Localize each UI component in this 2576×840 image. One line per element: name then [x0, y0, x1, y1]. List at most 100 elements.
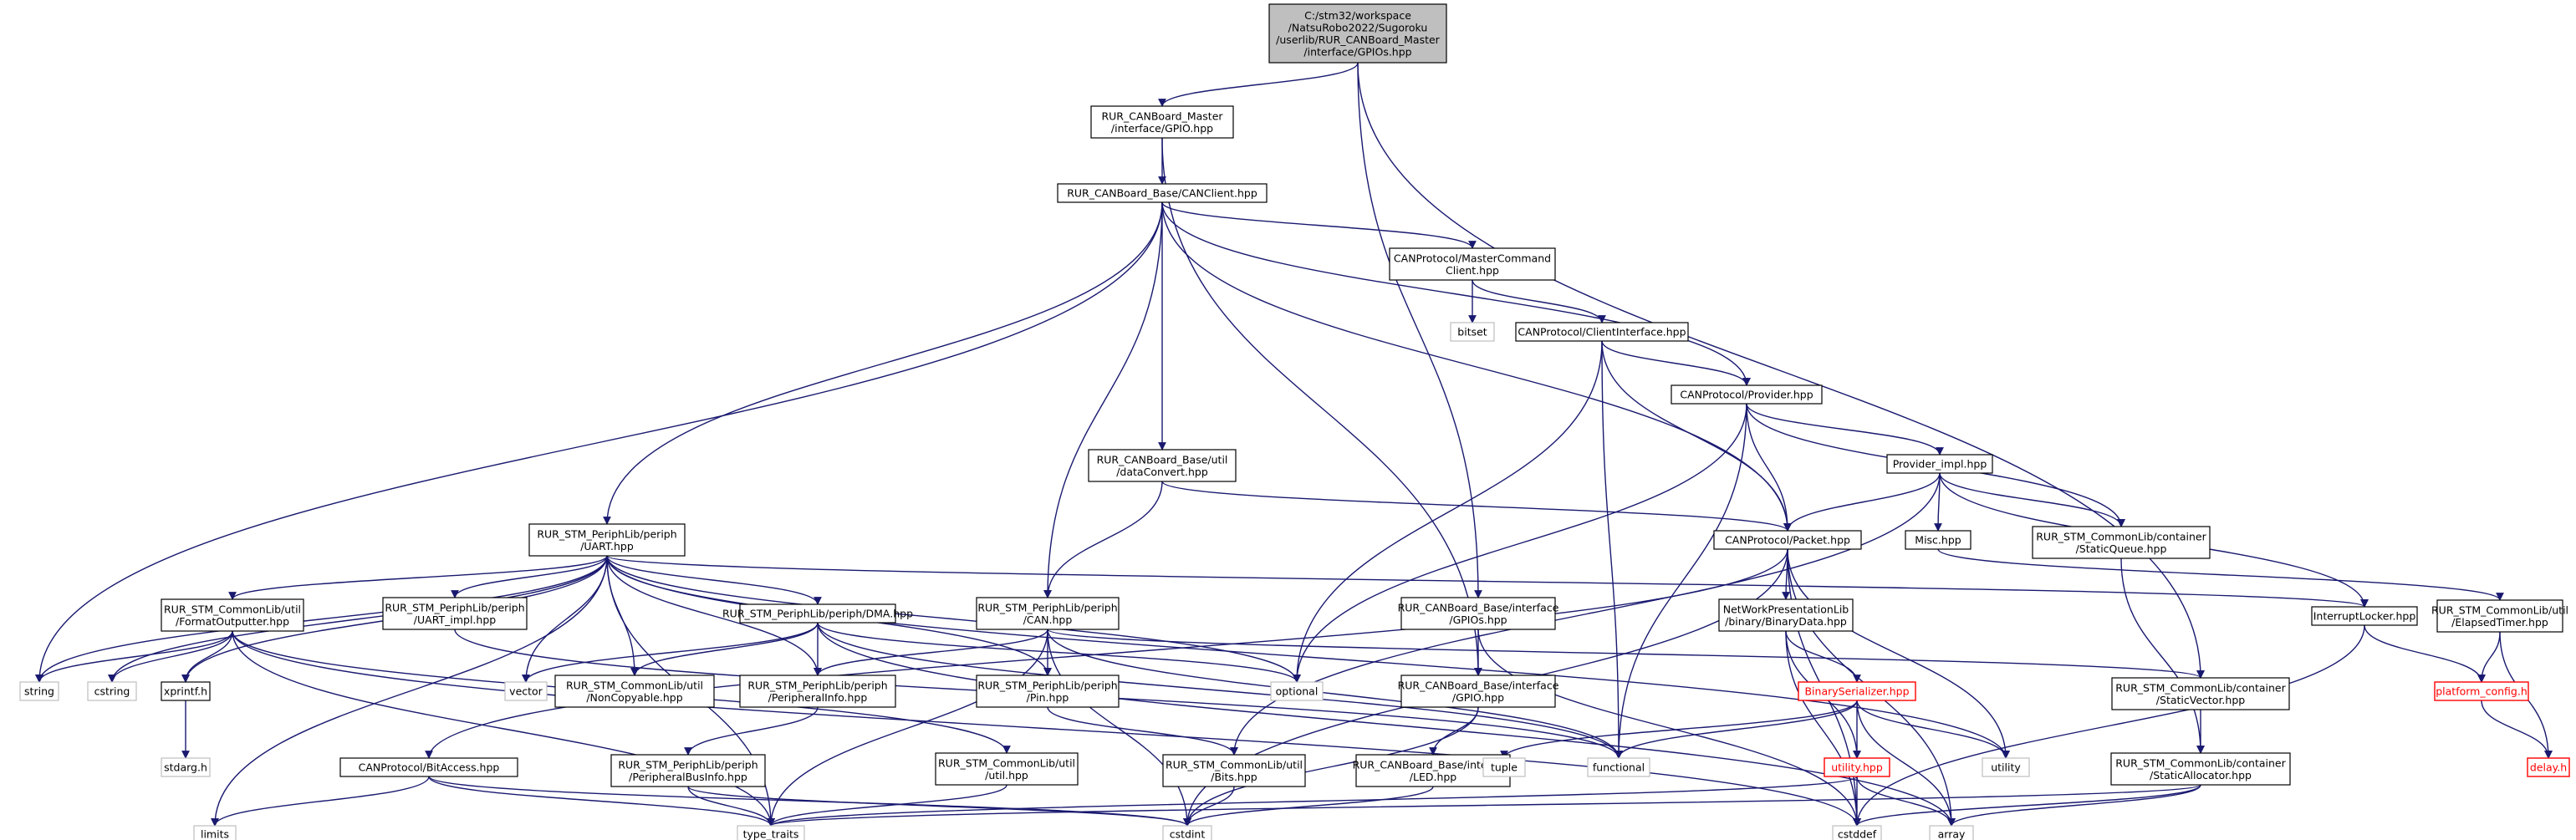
node-stdarg[interactable]: stdarg.h — [161, 757, 211, 777]
node-elapsedtimer[interactable]: RUR_STM_CommonLib/util/ElapsedTimer.hpp — [2431, 599, 2568, 633]
node-label-line: /interface/GPIO.hpp — [1111, 122, 1213, 135]
node-box — [1798, 681, 1916, 701]
node-label-line: RUR_CANBoard_Master — [1101, 109, 1223, 122]
node-noncopyable[interactable]: RUR_STM_CommonLib/util/NonCopyable.hpp — [554, 675, 715, 708]
node-label-line: RUR_STM_CommonLib/util — [938, 756, 1075, 769]
edge-formatout-to-cstring — [108, 630, 233, 683]
edge-dataconvert-to-packet — [1161, 481, 1792, 532]
node-platformconfig[interactable]: platform_config.h — [2434, 681, 2529, 701]
node-label-line: /StaticAllocator.hpp — [2150, 769, 2252, 781]
node-staticalloc[interactable]: RUR_STM_CommonLib/container/StaticAlloca… — [2110, 752, 2291, 786]
node-periphbusinfo[interactable]: RUR_STM_PeriphLib/periph/PeripheralBusIn… — [610, 754, 766, 787]
node-misc[interactable]: Misc.hpp — [1905, 530, 1972, 550]
edge-staticalloc-to-cstddef — [1853, 784, 2201, 827]
node-label-line: Client.hpp — [1446, 264, 1499, 277]
edge-packet-to-bitaccess — [425, 548, 1788, 759]
node-bitaccess[interactable]: CANProtocol/BitAccess.hpp — [339, 757, 518, 777]
node-box — [528, 523, 686, 557]
node-provider[interactable]: CANProtocol/Provider.hpp — [1671, 384, 1823, 405]
edge-staticalloc-to-type_traits — [767, 784, 2201, 827]
node-cstring[interactable]: cstring — [87, 681, 137, 701]
node-label-line: /StaticVector.hpp — [2156, 694, 2245, 706]
node-box — [2032, 526, 2211, 559]
node-base_gpio[interactable]: RUR_CANBoard_Base/interface/GPIO.hpp — [1398, 675, 1559, 708]
node-binarydata[interactable]: NetWorkPresentationLib/binary/BinaryData… — [1718, 598, 1854, 632]
node-limits[interactable]: limits — [193, 825, 237, 840]
node-utility[interactable]: utility — [1982, 757, 2030, 777]
edge-formatout-to-xprintf — [181, 630, 233, 683]
node-box — [193, 825, 237, 840]
node-label-line: RUR_STM_PeriphLib/periph — [385, 601, 524, 613]
node-binaryser[interactable]: BinarySerializer.hpp — [1798, 681, 1916, 701]
node-label-line: RUR_STM_PeriphLib/periph — [747, 679, 887, 691]
node-xprintf[interactable]: xprintf.h — [161, 681, 211, 701]
node-label-line: CANProtocol/BitAccess.hpp — [359, 761, 500, 774]
edges-layer — [35, 62, 2553, 827]
node-label-line: limits — [201, 828, 229, 840]
node-cstddef[interactable]: cstddef — [1832, 825, 1882, 840]
node-can[interactable]: RUR_STM_PeriphLib/periph/CAN.hpp — [976, 597, 1120, 630]
node-label-line: /StaticQueue.hpp — [2076, 542, 2167, 555]
node-box — [1832, 825, 1882, 840]
edge-provider_impl-to-staticqueue — [1939, 472, 2125, 527]
node-box — [737, 825, 805, 840]
node-label-line: C:/stm32/workspace — [1304, 9, 1411, 22]
node-pin[interactable]: RUR_STM_PeriphLib/periph/Pin.hpp — [976, 675, 1120, 708]
node-label-line: CANProtocol/Provider.hpp — [1680, 389, 1813, 401]
node-type_traits[interactable]: type_traits — [737, 825, 805, 840]
node-periphinfo[interactable]: RUR_STM_PeriphLib/periph/PeripheralInfo.… — [739, 675, 896, 708]
node-box — [739, 603, 896, 624]
node-array[interactable]: array — [1929, 825, 1974, 840]
node-label-line: CANProtocol/MasterCommand — [1394, 252, 1551, 264]
node-formatout[interactable]: RUR_STM_CommonLib/util/FormatOutputter.h… — [161, 598, 304, 632]
node-box — [1515, 322, 1689, 342]
node-delay[interactable]: delay.h — [2527, 757, 2570, 777]
node-uart_impl[interactable]: RUR_STM_PeriphLib/periph/UART_impl.hpp — [382, 597, 528, 630]
node-label-line: /binary/BinaryData.hpp — [1725, 615, 1847, 628]
node-util_hpp[interactable]: RUR_STM_CommonLib/util/util.hpp — [935, 752, 1079, 786]
edge-staticalloc-to-array — [1947, 784, 2201, 827]
node-dma[interactable]: RUR_STM_PeriphLib/periph/DMA.hpp — [722, 603, 913, 624]
node-box — [554, 675, 715, 708]
node-box — [1162, 754, 1306, 787]
node-vector[interactable]: vector — [504, 681, 548, 701]
node-box — [935, 752, 1079, 786]
node-label-line: Misc.hpp — [1915, 534, 1961, 547]
node-canclient[interactable]: RUR_CANBoard_Base/CANClient.hpp — [1057, 183, 1268, 203]
node-box — [2311, 606, 2418, 626]
edge-uart-to-interruptlocker — [606, 555, 2369, 608]
node-box — [1982, 757, 2030, 777]
edge-uart-to-string — [35, 555, 608, 683]
node-base_gpios[interactable]: RUR_CANBoard_Base/interface/GPIOs.hpp — [1398, 597, 1559, 630]
node-bits[interactable]: RUR_STM_CommonLib/util/Bits.hpp — [1162, 754, 1306, 787]
node-staticqueue[interactable]: RUR_STM_CommonLib/container/StaticQueue.… — [2032, 526, 2211, 559]
node-packet[interactable]: CANProtocol/Packet.hpp — [1713, 530, 1862, 550]
node-tuple[interactable]: tuple — [1482, 757, 1526, 777]
node-interruptlocker[interactable]: InterruptLocker.hpp — [2311, 606, 2418, 626]
edge-util_hpp-to-type_traits — [767, 784, 1007, 827]
node-provider_impl[interactable]: Provider_impl.hpp — [1886, 454, 1993, 474]
node-bitset[interactable]: bitset — [1450, 322, 1495, 342]
node-functional[interactable]: functional — [1587, 757, 1650, 777]
node-cstdint[interactable]: cstdint — [1162, 825, 1212, 840]
node-string[interactable]: string — [19, 681, 59, 701]
edge-root-to-master_gpio — [1158, 62, 1359, 107]
node-label-line: CANProtocol/ClientInterface.hpp — [1518, 326, 1686, 339]
edge-uart-to-utility — [606, 555, 2010, 759]
edge-dma-to-functional — [817, 622, 1623, 759]
node-utility_missing[interactable]: utility.hpp — [1824, 757, 1890, 777]
node-root[interactable]: C:/stm32/workspace/NatsuRobo2022/Sugorok… — [1268, 3, 1447, 64]
node-label-line: string — [24, 685, 54, 698]
node-uart[interactable]: RUR_STM_PeriphLib/periph/UART.hpp — [528, 523, 686, 557]
node-dataconvert[interactable]: RUR_CANBoard_Base/util/dataConvert.hpp — [1088, 449, 1237, 482]
node-optional[interactable]: optional — [1270, 681, 1324, 701]
node-clientif[interactable]: CANProtocol/ClientInterface.hpp — [1515, 322, 1689, 342]
node-label-line: Provider_impl.hpp — [1893, 458, 1987, 471]
node-master_gpio[interactable]: RUR_CANBoard_Master/interface/GPIO.hpp — [1090, 105, 1234, 139]
node-box — [1268, 3, 1447, 64]
edge-can-to-staticvector — [1047, 629, 2205, 679]
node-staticvector[interactable]: RUR_STM_CommonLib/container/StaticVector… — [2111, 677, 2290, 710]
edge-led-to-cstdint — [1183, 786, 1434, 827]
edge-uart-to-periphinfo — [606, 555, 822, 676]
